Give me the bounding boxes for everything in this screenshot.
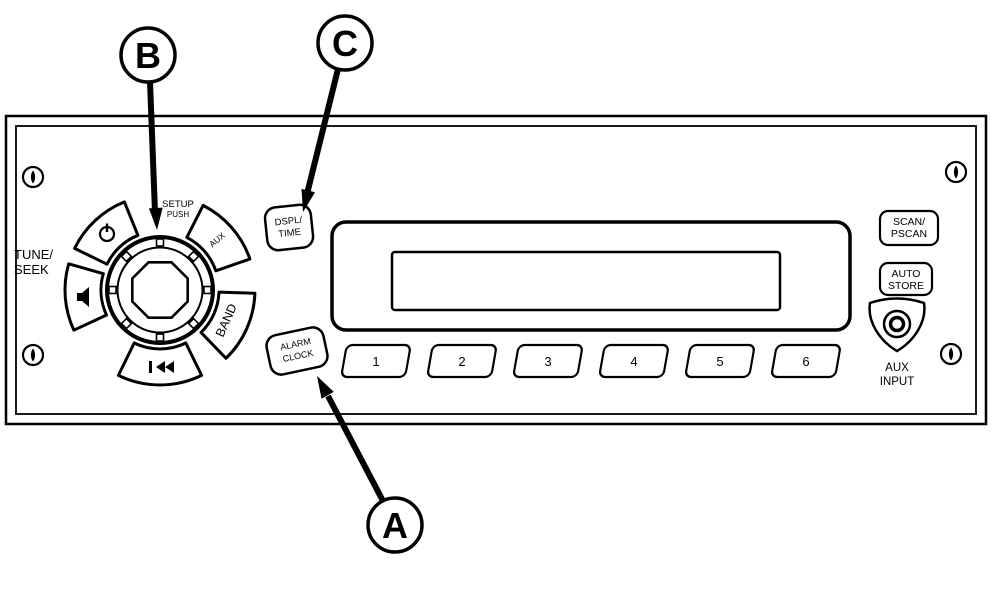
callout-c: C [316,14,374,72]
screw-bottom-left [21,343,45,367]
preset-button-2[interactable] [426,343,497,379]
aux-input-label-line1: AUX [885,362,909,374]
callout-b-arrow [147,81,163,230]
power-icon [98,223,116,243]
callout-b: B [119,26,177,84]
preset-5-label: 5 [716,354,723,369]
sound-mute-button[interactable] [63,262,108,332]
preset-2-label: 2 [458,354,465,369]
setup-label: SETUP [162,199,194,210]
faceplate-inner-edge [15,125,977,415]
setup-push-label: SETUP PUSH [162,199,194,219]
dspl-time-label-line1: DSPL/ [274,215,303,229]
screw-top-right [944,160,968,184]
preset-button-5[interactable] [684,343,755,379]
aux-input-label-line2: INPUT [880,376,915,388]
tune-seek-label: TUNE/ SEEK [14,247,53,277]
aux-input-label: AUX INPUT [880,362,915,388]
callout-b-label: B [135,35,161,76]
preset-button-3[interactable] [512,343,583,379]
preset-button-1[interactable] [340,343,411,379]
auto-store-label-line2: STORE [888,280,924,292]
auto-store-label-line1: AUTO [892,268,921,280]
previous-track-icon [149,361,174,373]
preset-button-6[interactable] [770,343,841,379]
power-button[interactable] [73,200,140,266]
scan-pscan-label-line2: PSCAN [891,228,927,240]
preset-button-4[interactable] [598,343,669,379]
band-button[interactable]: BAND [199,290,257,360]
callout-c-arrow [301,68,341,212]
preset-button-labels: 1 2 3 4 5 6 [372,354,809,369]
preset-1-label: 1 [372,354,379,369]
knob-center-octagon [131,260,189,320]
auto-store-button[interactable]: AUTO STORE [878,261,934,297]
previous-track-button[interactable] [116,341,204,387]
callout-a-label: A [382,505,408,546]
knob-ridges [108,238,212,342]
dspl-time-label-line2: TIME [278,227,302,240]
screw-top-left [21,165,45,189]
tune-seek-label-line1: TUNE/ [14,247,53,262]
scan-pscan-button[interactable]: SCAN/ PSCAN [878,209,940,247]
callout-c-label: C [332,23,358,64]
speaker-icon [77,287,89,307]
preset-4-label: 4 [630,354,637,369]
screw-bottom-right [939,342,963,366]
aux-petal-button[interactable]: AUX [185,203,252,273]
aux-jack-hole [888,315,906,333]
callout-a-arrow [317,376,386,503]
alarm-clock-button[interactable]: ALARM CLOCK [264,325,329,376]
aux-input-jack [868,297,926,353]
dspl-time-button[interactable]: DSPL/ TIME [263,203,315,252]
push-label: PUSH [167,210,189,219]
setup-knob[interactable]: SETUP PUSH [105,199,215,345]
tune-seek-label-line2: SEEK [14,262,49,277]
preset-6-label: 6 [802,354,809,369]
scan-pscan-label-line1: SCAN/ [893,216,925,228]
callout-a: A [366,496,424,554]
display-bezel [330,220,852,332]
preset-3-label: 3 [544,354,551,369]
display-window [390,250,782,312]
